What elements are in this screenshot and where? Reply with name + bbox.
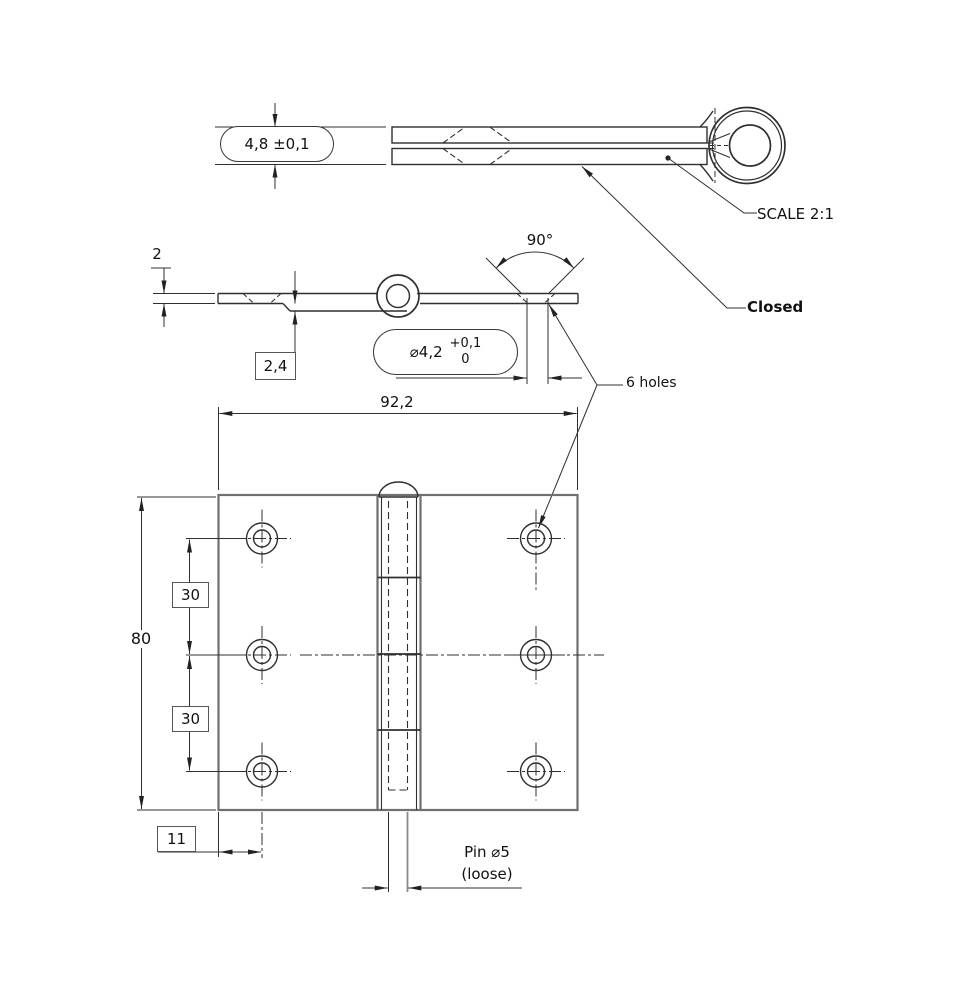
hole-diameter-group: ⌀4,2 +0,1 0 xyxy=(410,336,481,369)
hole-pitch-lower-dimbox: 30 xyxy=(172,706,209,732)
hole-tolerance-stack: +0,1 0 xyxy=(450,336,482,369)
thickness-callout-text: 4,8 ±0,1 xyxy=(244,135,310,153)
hole-pitch-upper-text: 30 xyxy=(180,586,201,604)
leaf-offset-text: 2,4 xyxy=(263,357,288,375)
hole-tol-upper: +0,1 xyxy=(449,335,482,351)
holes-count-note: 6 holes xyxy=(626,375,677,391)
hole-tol-lower: 0 xyxy=(461,352,470,367)
closed-view-lines xyxy=(215,103,786,309)
hole-pitch-lower-text: 30 xyxy=(180,710,201,728)
countersink-angle-label: 90° xyxy=(526,231,554,249)
closed-state-label: Closed xyxy=(747,298,804,316)
leaf-offset-dimbox: 2,4 xyxy=(255,352,296,380)
pin-diameter-label: Pin ⌀5 xyxy=(464,843,510,861)
edge-distance-dimbox: 11 xyxy=(157,826,196,852)
scale-label: SCALE 2:1 xyxy=(757,205,834,223)
hole-pitch-upper-dimbox: 30 xyxy=(172,582,209,608)
overall-width-dim: 92,2 xyxy=(380,393,414,411)
front-view-lines xyxy=(137,407,604,892)
hole-diameter-text: ⌀4,2 xyxy=(409,343,443,361)
edge-distance-text: 11 xyxy=(166,830,187,848)
overall-height-dim: 80 xyxy=(124,630,158,648)
hole-diameter-callout: ⌀4,2 +0,1 0 xyxy=(373,329,518,375)
open-side-view-lines xyxy=(151,251,623,529)
thickness-callout: 4,8 ±0,1 xyxy=(220,126,334,162)
pin-loose-note: (loose) xyxy=(461,865,513,883)
leaf-thickness-dim: 2 xyxy=(152,245,162,263)
